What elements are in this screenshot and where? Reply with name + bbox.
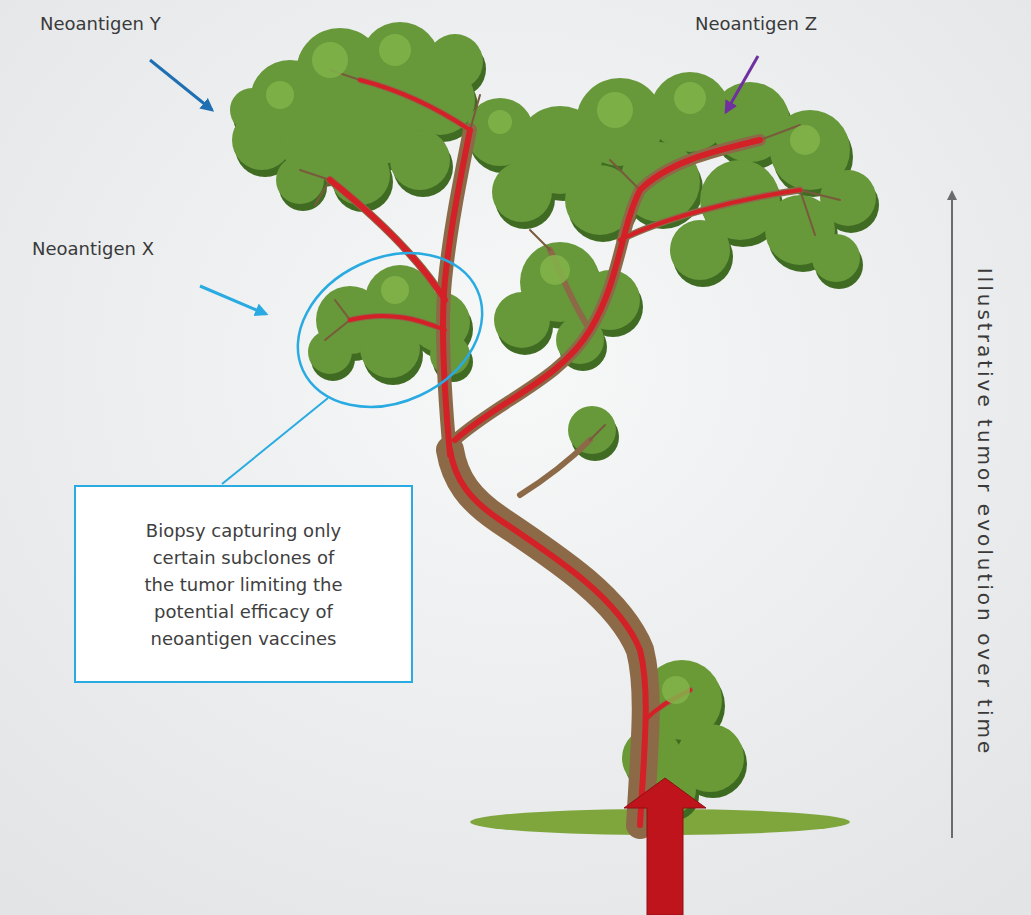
pointer-arrow (200, 286, 266, 314)
callout-text: Biopsy capturing only certain subclones … (140, 517, 348, 652)
leader-line (222, 398, 328, 484)
callout-box: Biopsy capturing only certain subclones … (74, 485, 413, 683)
neoantigen-label: Neoantigen X (32, 238, 154, 259)
neoantigen-label-text: Neoantigen Z (695, 13, 817, 34)
neoantigen-label-text: Neoantigen Y (40, 13, 161, 34)
axis-label: Illustrative tumor evolution over time (973, 268, 997, 757)
evolution-lineage (330, 80, 800, 825)
neoantigen-label-text: Neoantigen X (32, 238, 154, 259)
time-axis (951, 192, 953, 838)
branches (330, 80, 800, 825)
axis-label-text: Illustrative tumor evolution over time (973, 268, 997, 757)
origin-arrow (624, 778, 706, 915)
neoantigen-label: Neoantigen Z (695, 13, 817, 34)
twigs (300, 70, 840, 440)
biopsy-region (273, 224, 508, 436)
pointer-arrow (150, 60, 212, 110)
pointer-arrow (726, 56, 758, 112)
foliage (230, 22, 879, 461)
neoantigen-label: Neoantigen Y (40, 13, 161, 34)
